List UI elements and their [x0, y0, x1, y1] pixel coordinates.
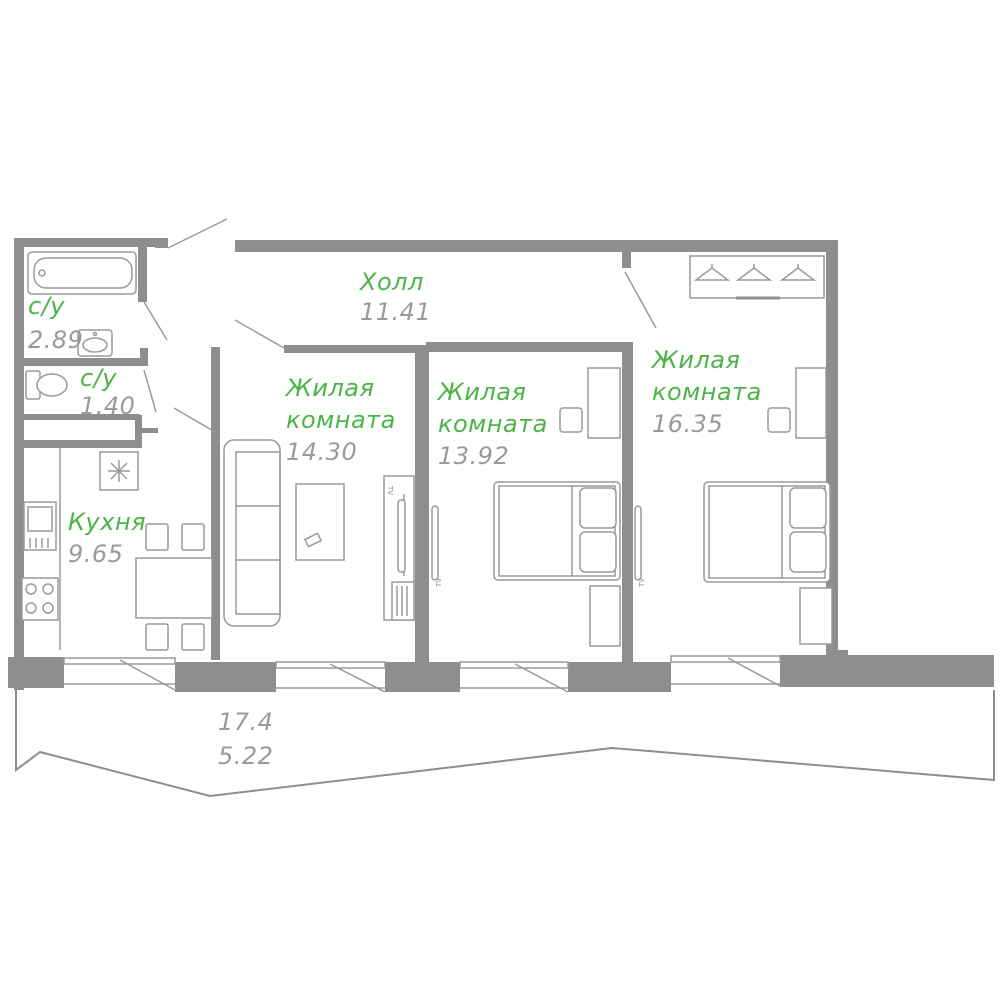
balcony-area-line1: 17.4 [218, 708, 274, 736]
south-wall-seg-5 [780, 655, 994, 687]
kitchen-area: 9.65 [68, 540, 124, 568]
exterior-walls [8, 238, 994, 692]
balcony-area-line2: 5.22 [218, 742, 274, 770]
living-room-2-name-line2: комната [438, 410, 548, 438]
living-1-2-wall [415, 345, 429, 662]
north-wall-bathroom [14, 238, 168, 247]
sofa-icon [223, 439, 281, 627]
bathroom-2-name: с/у [80, 364, 117, 392]
bed-icon [493, 481, 621, 581]
living-room-1-area: 14.30 [286, 438, 358, 466]
north-wall-hall [235, 240, 836, 252]
south-wall-seg-1 [8, 657, 64, 688]
tv-icon: TV [431, 505, 443, 588]
nightstand [589, 585, 621, 647]
table-icon [587, 367, 621, 439]
fridge-snowflake-icon [99, 451, 139, 491]
chair-icon [767, 407, 791, 433]
bathroom-2-area: 1.40 [80, 392, 136, 420]
chair-icon [181, 523, 205, 551]
kitchen-table [135, 523, 213, 651]
windows [63, 655, 781, 693]
toilet-icon [25, 370, 68, 400]
doors [143, 218, 657, 433]
chair-icon [181, 623, 205, 651]
bed-icon [703, 481, 831, 583]
interior-walls [22, 238, 633, 662]
tv-label: TV [386, 485, 394, 495]
table-icon [135, 557, 213, 619]
living-room-1-name-line1: Жилая [286, 374, 375, 402]
table-icon [795, 367, 827, 439]
living-2-3-wall [622, 342, 633, 662]
bathroom-1-area: 2.89 [28, 326, 84, 354]
bathroom-divider [22, 358, 140, 366]
chair-icon [559, 407, 583, 433]
living-room-2-name-line1: Жилая [438, 378, 527, 406]
bathtub-icon [27, 251, 137, 295]
tv-label: TV [638, 578, 646, 588]
chair-icon [145, 623, 169, 651]
bathroom-1-east-wall [138, 246, 147, 302]
kitchen-living-wall [211, 347, 220, 660]
balcony [15, 690, 995, 798]
hall-name: Холл [360, 268, 424, 296]
living-room-3-area: 16.35 [652, 410, 724, 438]
west-wall [14, 238, 24, 690]
south-wall-seg-4 [568, 662, 671, 692]
living-2-north-wall [426, 342, 632, 352]
kitchen-sink-icon [23, 501, 57, 551]
living-room-2-area: 13.92 [438, 442, 510, 470]
living-room-3-name-line1: Жилая [652, 346, 741, 374]
tv-icon: TV [634, 505, 646, 588]
south-wall-seg-2 [175, 662, 276, 692]
nightstand [799, 587, 833, 645]
wardrobe-hanger-icon [689, 255, 825, 300]
remote-icon [303, 532, 323, 548]
stove-icon [21, 577, 59, 621]
south-wall-seg-3 [385, 662, 460, 692]
tv-label: TV [435, 578, 443, 588]
bathroom-1-name: с/у [28, 292, 65, 320]
coffee-table [295, 483, 345, 561]
sink-icon [77, 329, 113, 357]
living-room-3-name-line2: комната [652, 378, 762, 406]
desk [559, 367, 621, 439]
hall-area: 11.41 [360, 298, 432, 326]
kitchen-north-wall [22, 440, 140, 448]
chair-icon [145, 523, 169, 551]
living-1-north-wall [284, 345, 417, 353]
desk [767, 367, 827, 439]
radiator-icon [391, 581, 415, 621]
entrance-door [167, 218, 228, 249]
living-room-1-name-line2: комната [286, 406, 396, 434]
kitchen-name: Кухня [68, 508, 147, 536]
